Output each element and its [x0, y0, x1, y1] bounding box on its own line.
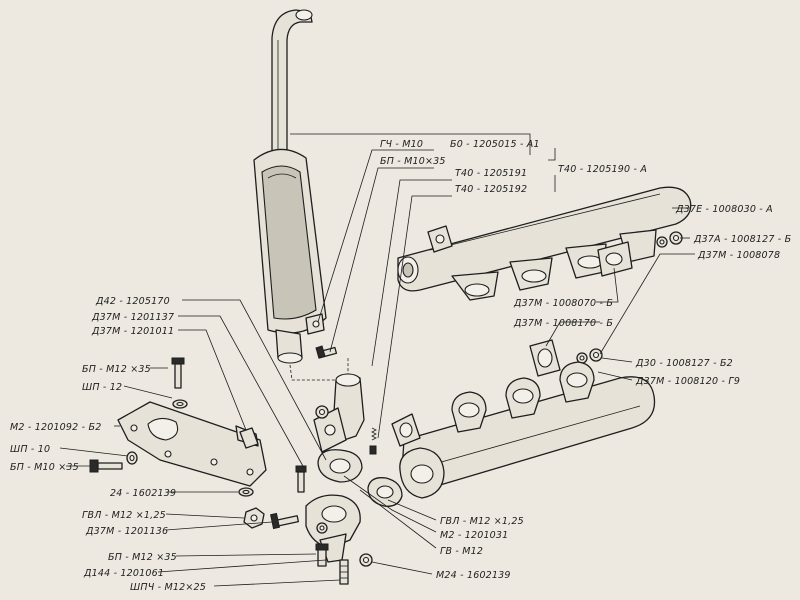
washer-24-1602139: [238, 487, 254, 497]
label-d37m-1201137: Д37М - 1201137: [91, 312, 174, 323]
label-d37m-1201011: Д37М - 1201011: [91, 326, 174, 337]
downpipe-flange-d144: [305, 494, 361, 563]
gasket-ring-right: [367, 477, 403, 507]
bolt-bp-m12x35-bottom: [315, 543, 329, 567]
label-shp-12: ШП - 12: [82, 382, 122, 393]
exhaust-manifold: [391, 361, 656, 499]
label-bp-m10x35-top: БП - М10×35: [380, 156, 446, 167]
intake-manifold: [397, 186, 692, 301]
bolt-horizontal-d37m-1201136: [270, 512, 300, 530]
label-gvl-m12-right: ГВЛ - М12 ×1,25: [440, 516, 524, 527]
label-t40-1205192: Т40 - 1205192: [455, 184, 527, 195]
label-m24-1602139: М24 - 1602139: [436, 570, 511, 581]
label-shpch-m12x25: ШПЧ - М12×25: [130, 582, 206, 593]
bolt-bp-m12x35-left: [171, 357, 185, 389]
stud-nuts-upper: [656, 231, 683, 248]
label-d37m-1201136: Д37М - 1201136: [85, 526, 168, 537]
washer-shp-10: [126, 451, 138, 465]
label-24-1602139: 24 - 1602139: [110, 488, 176, 499]
gasket-ring-left: [317, 449, 363, 483]
label-b0-1205015: Б0 - 1205015 - А1: [450, 139, 540, 150]
label-shp-10: ШП - 10: [10, 444, 50, 455]
label-m2-1201092: М2 - 1201092 - Б2: [10, 422, 101, 433]
washer-shp-12: [172, 399, 188, 409]
label-d37m-1008078: Д37М - 1008078: [697, 250, 780, 261]
label-d144-1201061: Д144 - 1201061: [83, 568, 164, 579]
nut-m24: [359, 553, 373, 567]
label-d37m-1008170: Д37М - 1008170 - Б: [513, 318, 613, 329]
label-d42-1205170: Д42 - 1205170: [95, 296, 170, 307]
callout-labels: ГЧ - М10 Б0 - 1205015 - А1 БП - М10×35 Т…: [10, 139, 792, 593]
label-bp-m10x35-left: БП - М10 ×35: [10, 462, 79, 473]
label-gv-m12: ГВ - М12: [440, 546, 483, 557]
label-m2-1201031: М2 - 1201031: [440, 530, 508, 541]
leader-lines: [59, 133, 695, 587]
label-gvl-m12-left: ГВЛ - М12 ×1,25: [82, 510, 166, 521]
bolt-m10-top: [315, 345, 338, 359]
label-d37e-1008030: Д37Е - 1008030 - А: [675, 204, 773, 215]
stud-spring: [369, 427, 377, 455]
label-bp-m12x35-bottom: БП - М12 ×35: [108, 552, 177, 563]
label-t40-1205191: Т40 - 1205191: [455, 168, 527, 179]
gasket-d37m-1008170: [529, 339, 561, 377]
bolt-bp-m10x35-left: [89, 459, 123, 473]
label-gch-m10: ГЧ - М10: [380, 139, 423, 150]
label-d30-1008127: Д30 - 1008127 - Б2: [635, 358, 733, 369]
label-d37m-1008070: Д37М - 1008070 - Б: [513, 298, 613, 309]
label-d37m-1008120: Д37М - 1008120 - Г9: [635, 376, 740, 387]
muffler-assembly: [253, 9, 349, 381]
label-d37a-1008127: Д37А - 1008127 - Б: [693, 234, 792, 245]
bolt-vertical-center: [295, 465, 307, 493]
nut-gvl-m12-left: [243, 507, 265, 529]
stud-shpch-m12x25: [339, 559, 349, 585]
clip-d37m-1201011: [239, 427, 259, 449]
exhaust-elbow-t40-1205191: [313, 373, 365, 453]
stud-nuts-lower: [576, 348, 603, 364]
label-t40-1205190: Т40 - 1205190 - А: [558, 164, 647, 175]
bracket-m2-1201092: [117, 401, 267, 487]
label-bp-m12x35-left: БП - М12 ×35: [82, 364, 151, 375]
